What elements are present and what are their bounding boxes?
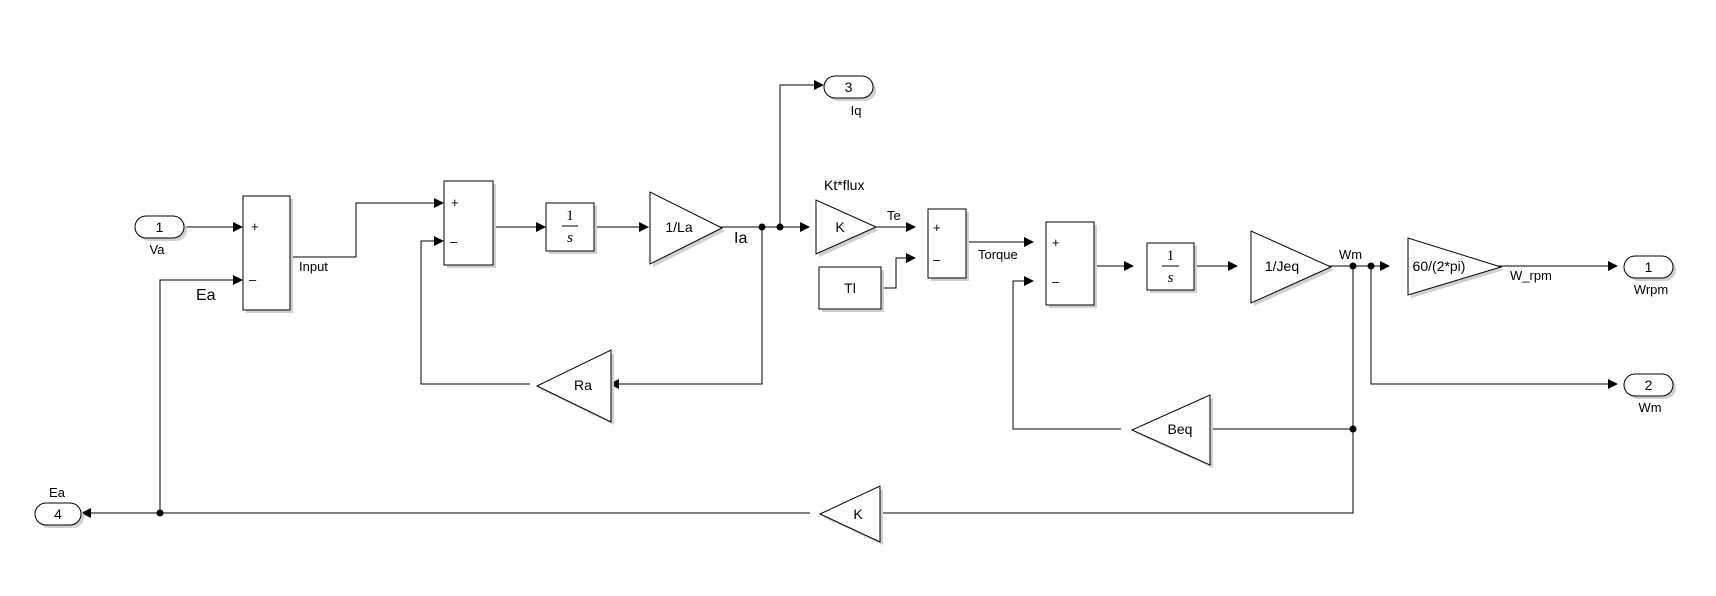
integrator1-block[interactable]: 1 s [545, 202, 597, 254]
outport-label: Wrpm [1634, 282, 1668, 297]
signal-label-wm: Wm [1339, 247, 1362, 262]
gain-rpm-label: 60/(2*pi) [1413, 258, 1466, 274]
gain-invLa[interactable]: 1/La [649, 191, 725, 267]
sum4-sign-plus: + [1052, 235, 1060, 250]
gain-Ra-label: Ra [574, 377, 592, 393]
gain-invJeq-label: 1/Jeq [1265, 258, 1299, 274]
sum1-sign-minus: – [249, 272, 257, 287]
gain-rpm[interactable]: 60/(2*pi) [1407, 237, 1504, 298]
outport-number: 4 [54, 506, 62, 522]
sum3-block[interactable]: + – [927, 208, 969, 281]
signal-label-torque: Torque [978, 247, 1018, 262]
outport-number: 1 [1645, 259, 1653, 275]
outport-ea[interactable]: 4 Ea [34, 485, 84, 528]
constant-Tl[interactable]: Tl [818, 266, 884, 312]
inport-va[interactable]: 1 Va [134, 215, 187, 257]
outport-label: Iq [851, 103, 862, 118]
signal-label-ea: Ea [196, 287, 216, 304]
signal-label-ia: Ia [734, 230, 747, 247]
signal-label-te: Te [887, 208, 901, 223]
gain-Ra[interactable]: Ra [535, 349, 614, 425]
outport-label: Wm [1638, 400, 1661, 415]
outport-number: 3 [845, 79, 853, 95]
gain-Kback-label: K [853, 506, 863, 522]
signal-label-w-rpm: W_rpm [1510, 268, 1552, 283]
sum2-sign-minus: – [450, 234, 458, 249]
inport-number: 1 [156, 219, 164, 235]
integrator2-num: 1 [1167, 248, 1175, 264]
outport-number: 2 [1645, 377, 1653, 393]
integrator2-den: s [1168, 270, 1174, 286]
sum2-sign-plus: + [451, 195, 459, 210]
gain-invLa-label: 1/La [665, 219, 692, 235]
gain-Kt[interactable]: K [815, 199, 879, 257]
outport-wm[interactable]: 2 Wm [1623, 373, 1676, 415]
branch-points [156, 223, 1375, 517]
constant-Tl-label: Tl [844, 280, 856, 296]
sum1-block[interactable]: + – [242, 195, 293, 313]
gain-Beq[interactable]: Beq [1130, 394, 1213, 468]
sum4-block[interactable]: + – [1045, 221, 1097, 308]
inport-label: Va [150, 242, 166, 257]
gain-Beq-label: Beq [1168, 421, 1193, 437]
sum3-sign-minus: – [933, 252, 941, 267]
gain-Kt-label: K [835, 219, 845, 235]
signal-label-input: Input [299, 259, 328, 274]
integrator2-block[interactable]: 1 s [1146, 242, 1197, 293]
outport-iq[interactable]: 3 Iq [823, 75, 876, 118]
integrator1-num: 1 [566, 208, 574, 224]
sum2-block[interactable]: + – [443, 180, 496, 268]
sum3-sign-plus: + [933, 220, 941, 235]
outport-wrpm[interactable]: 1 Wrpm [1623, 255, 1676, 297]
annotation-kt-flux: Kt*flux [824, 177, 864, 193]
sum4-sign-minus: – [1052, 274, 1060, 289]
integrator1-den: s [567, 230, 573, 246]
gain-invJeq[interactable]: 1/Jeq [1250, 230, 1334, 306]
outport-label: Ea [49, 485, 66, 500]
sum1-sign-plus: + [251, 219, 259, 234]
gain-Kback[interactable]: K [818, 485, 883, 545]
